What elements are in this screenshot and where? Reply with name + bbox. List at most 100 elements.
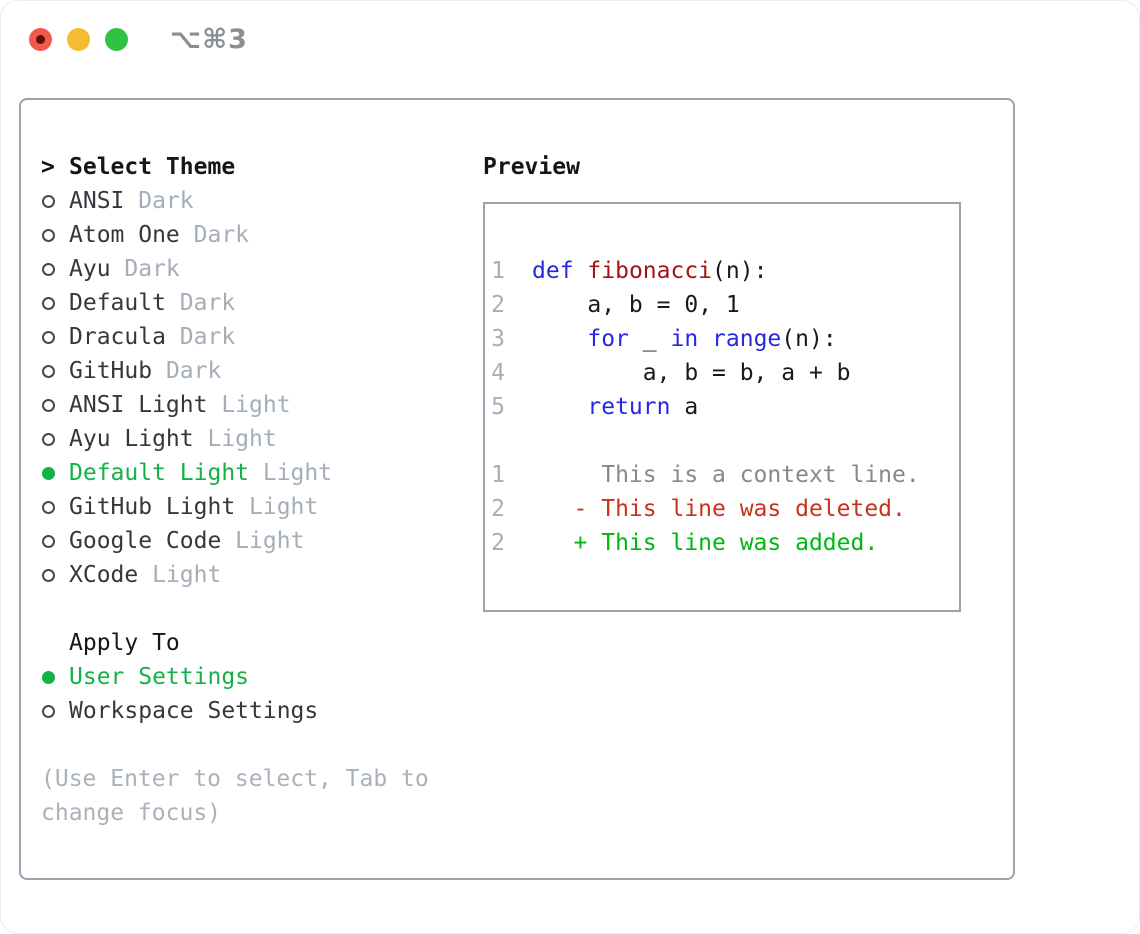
radio-icon <box>41 364 69 378</box>
code-segment-plain <box>698 322 712 356</box>
theme-option[interactable]: Atom One Dark <box>41 218 483 252</box>
radio-icon <box>41 228 69 242</box>
radio-icon <box>41 398 69 412</box>
option-label: Ayu <box>69 256 111 282</box>
option-label: ANSI <box>69 188 125 214</box>
theme-option[interactable]: ANSI Dark <box>41 184 483 218</box>
theme-variant-label: Dark <box>152 358 222 384</box>
code-line: 3 for _ in range(n): <box>491 322 953 356</box>
radio-icon <box>41 704 69 718</box>
select-theme-header: > Select Theme <box>41 150 483 184</box>
theme-variant-label: Dark <box>165 290 236 316</box>
code-segment-function: fibonacci <box>587 258 713 284</box>
code-segment-keyword: def <box>532 258 574 284</box>
theme-option[interactable]: XCode Light <box>41 558 483 592</box>
code-segment-added: + This line was added. <box>532 530 879 556</box>
radio-icon <box>41 296 69 310</box>
theme-option[interactable]: Default Dark <box>41 286 483 320</box>
theme-variant-label: Light <box>193 426 277 452</box>
option-label: Dracula <box>69 324 166 350</box>
theme-variant-label: Dark <box>165 324 236 350</box>
option-label: User Settings <box>69 664 250 690</box>
code-line: 1 def fibonacci(n): <box>491 254 953 288</box>
code-line: 4 a, b = b, a + b <box>491 356 953 390</box>
theme-variant-label: Light <box>221 528 305 554</box>
theme-option[interactable]: GitHub Dark <box>41 354 483 388</box>
theme-option[interactable]: Google Code Light <box>41 524 483 558</box>
option-label: XCode <box>69 562 139 588</box>
spacer <box>41 592 483 626</box>
unsaved-dot-icon <box>36 34 45 44</box>
code-segment-plain <box>532 390 587 424</box>
theme-variant-label: Light <box>138 562 222 588</box>
radio-icon <box>41 534 69 548</box>
prompt-caret-icon: > <box>41 154 55 180</box>
close-button[interactable] <box>29 27 52 51</box>
code-line: 1 This is a context line. <box>491 458 953 492</box>
option-label: ANSI Light <box>69 392 208 418</box>
code-segment-plain <box>532 322 587 356</box>
radio-selected-icon <box>41 670 69 684</box>
option-label: Google Code <box>69 528 222 554</box>
code-segment-keyword: return <box>587 394 671 420</box>
preview-title: Preview <box>483 154 580 180</box>
theme-option[interactable]: Ayu Dark <box>41 252 483 286</box>
option-label: Default Light <box>69 460 250 486</box>
title-bar: ⌥⌘3 <box>29 24 248 55</box>
minimize-button[interactable] <box>67 27 90 51</box>
theme-variant-label: Light <box>249 460 333 486</box>
code-segment-keyword: in <box>670 326 699 352</box>
line-number: 2 <box>491 530 505 556</box>
theme-option[interactable]: Dracula Dark <box>41 320 483 354</box>
line-number: 2 <box>491 292 505 318</box>
theme-variant-label: Light <box>235 494 319 520</box>
select-theme-title: Select Theme <box>69 154 236 180</box>
apply-target-option[interactable]: Workspace Settings <box>41 694 483 728</box>
radio-icon <box>41 330 69 344</box>
theme-option[interactable]: Default Light Light <box>41 456 483 490</box>
window-title: ⌥⌘3 <box>170 23 248 55</box>
line-number: 1 <box>491 462 505 488</box>
radio-icon <box>41 568 69 582</box>
code-segment-plain: a, b = b, a + b <box>532 360 851 386</box>
radio-icon <box>41 194 69 208</box>
option-label: GitHub <box>69 358 153 384</box>
option-label: Ayu Light <box>69 426 194 452</box>
theme-option[interactable]: Ayu Light Light <box>41 422 483 456</box>
keyboard-hint: (Use Enter to select, Tab to change focu… <box>41 766 429 826</box>
code-segment-keyword: for <box>587 326 629 352</box>
zoom-button[interactable] <box>105 27 128 51</box>
code-line: 2 - This line was deleted. <box>491 492 953 526</box>
apply-target-option[interactable]: User Settings <box>41 660 483 694</box>
line-number: 1 <box>491 258 505 284</box>
line-number <box>491 424 505 458</box>
code-segment-keyword: range <box>712 326 782 352</box>
theme-option[interactable]: ANSI Light Light <box>41 388 483 422</box>
line-number: 2 <box>491 496 505 522</box>
option-label: Workspace Settings <box>69 698 319 724</box>
option-label: Default <box>69 290 166 316</box>
radio-icon <box>41 432 69 446</box>
code-segment-plain <box>574 254 588 288</box>
theme-option[interactable]: GitHub Light Light <box>41 490 483 524</box>
code-line <box>491 424 953 458</box>
code-segment-deleted: - This line was deleted. <box>532 496 906 522</box>
code-segment-context: This is a context line. <box>532 462 920 488</box>
theme-variant-label: Dark <box>179 222 250 248</box>
radio-selected-icon <box>41 466 69 480</box>
code-segment-plain: a, b = 0, 1 <box>532 292 740 318</box>
theme-variant-label: Dark <box>110 256 180 282</box>
code-segment-plain: (n): <box>712 258 768 284</box>
code-segment-plain: (n): <box>781 326 837 352</box>
theme-variant-label: Light <box>207 392 291 418</box>
radio-icon <box>41 262 69 276</box>
code-segment-plain: a <box>670 394 699 420</box>
option-label: GitHub Light <box>69 494 236 520</box>
